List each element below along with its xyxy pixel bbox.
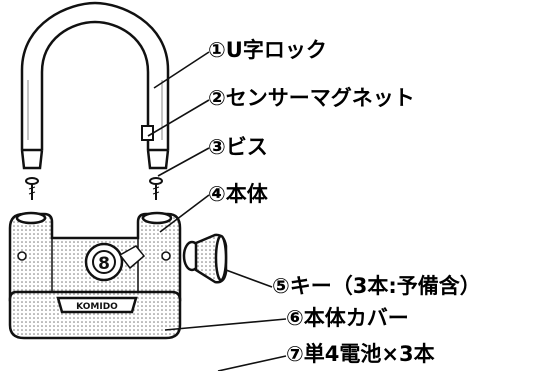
svg-text:8: 8 — [98, 254, 110, 274]
label-battery: ⑦単4電池×3本 — [286, 342, 435, 366]
label-screw: ③ビス — [208, 135, 268, 159]
label-sensor-magnet: ②センサーマグネット — [208, 86, 415, 110]
leader-lines — [147, 51, 287, 372]
sensor-magnet-part — [141, 125, 154, 141]
body-cover-part: KOMIDO — [8, 290, 182, 340]
screw-left — [25, 177, 39, 200]
lock-body: 8 — [8, 211, 182, 302]
u-shackle — [20, 1, 170, 170]
brand-plate-text: KOMIDO — [76, 302, 118, 312]
label-body-cover: ⑥本体カバー — [286, 306, 409, 330]
key-part — [182, 233, 228, 284]
label-u-lock: ①U字ロック — [208, 38, 327, 62]
screw-right — [149, 177, 163, 200]
label-key: ⑤キー（3本:予備含） — [272, 274, 481, 298]
label-body: ④本体 — [208, 182, 268, 206]
